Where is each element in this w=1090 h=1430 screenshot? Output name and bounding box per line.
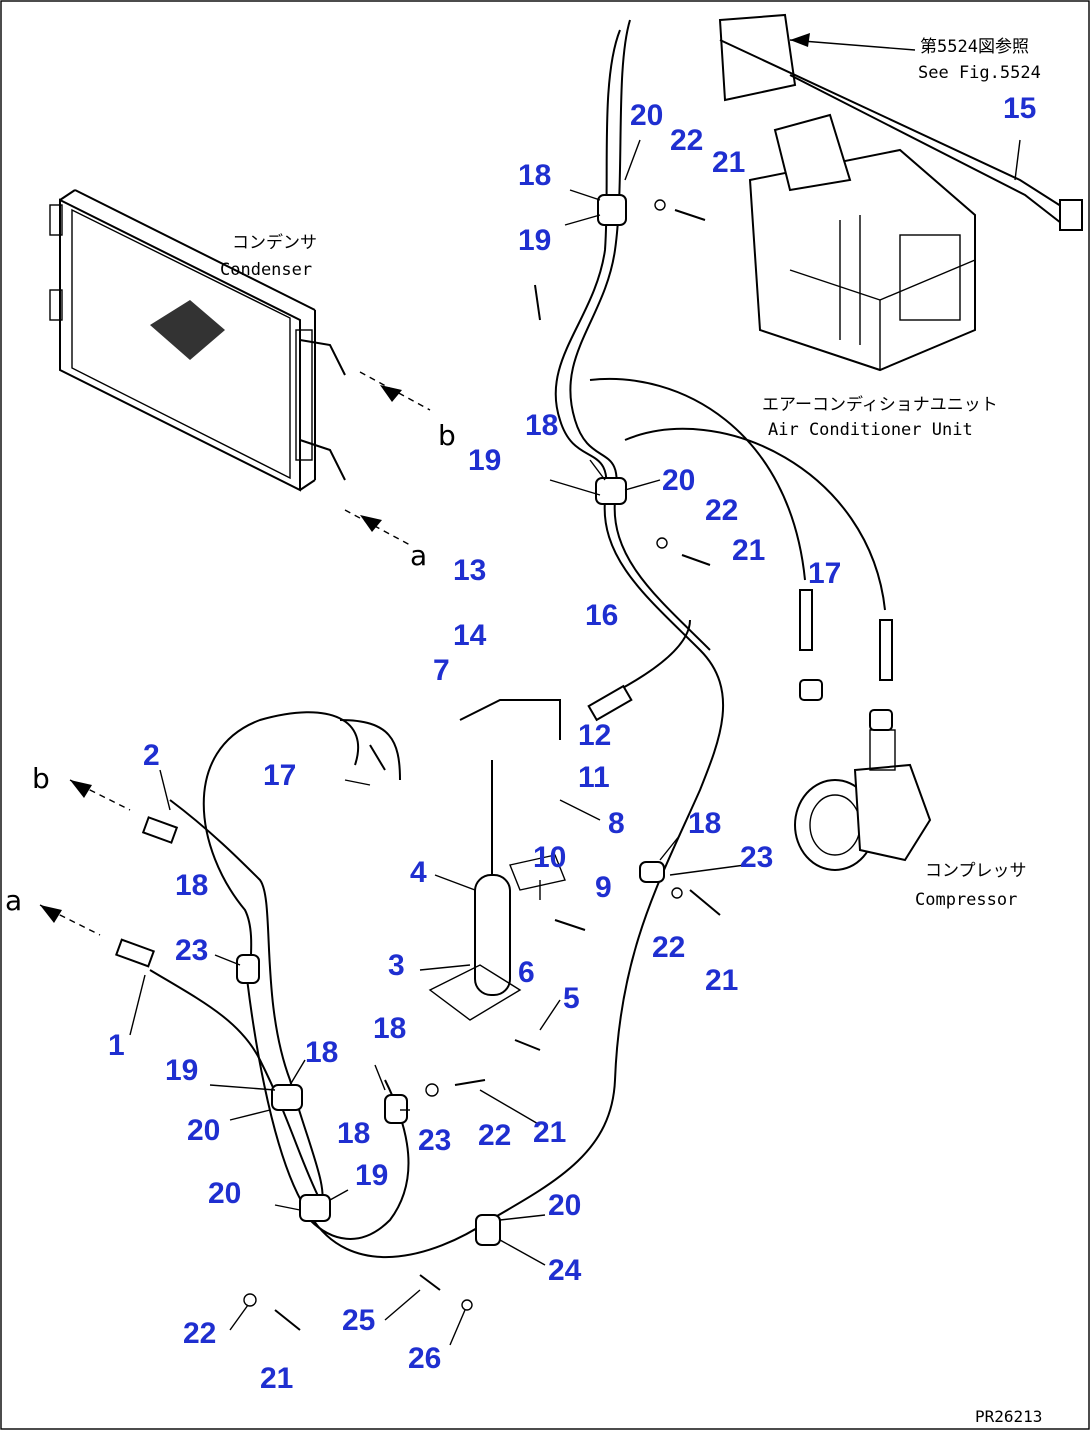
- part-callout-7: 7: [433, 654, 450, 687]
- part-callout-18: 18: [373, 1012, 406, 1045]
- part-callout-9: 9: [595, 871, 612, 904]
- part-callout-23: 23: [175, 934, 208, 967]
- receiver-drier-drawing: [428, 699, 566, 1021]
- part-callout-20: 20: [208, 1177, 241, 1210]
- compressor-label-en: Compressor: [915, 890, 1017, 910]
- part-callout-3: 3: [388, 949, 405, 982]
- part-callout-21: 21: [533, 1116, 566, 1149]
- part-callout-20: 20: [187, 1114, 220, 1147]
- part-callout-18: 18: [525, 409, 558, 442]
- compressor-label-jp: コンプレッサ: [925, 861, 1027, 881]
- part-callout-18: 18: [175, 869, 208, 902]
- part-callout-23: 23: [418, 1124, 451, 1157]
- connection-letter-a: a: [5, 884, 22, 917]
- part-callout-17: 17: [263, 759, 296, 792]
- part-callout-10: 10: [533, 841, 566, 874]
- part-callout-24: 24: [548, 1254, 582, 1287]
- part-callout-12: 12: [578, 719, 611, 752]
- air-conditioner-unit-label-en: Air Conditioner Unit: [768, 420, 973, 440]
- part-callout-21: 21: [732, 534, 765, 567]
- part-callout-19: 19: [355, 1159, 388, 1192]
- connection-letter-b: b: [32, 762, 50, 795]
- part-callout-22: 22: [478, 1119, 511, 1152]
- part-callout-1: 1: [108, 1029, 125, 1062]
- part-callout-2: 2: [143, 739, 160, 772]
- air-conditioner-unit-drawing: [718, 13, 976, 372]
- air-conditioner-unit-label-jp: エアーコンディショナユニット: [762, 394, 998, 415]
- part-callout-18: 18: [518, 159, 551, 192]
- hose-lines: [149, 19, 1076, 1258]
- connection-letter-a: a: [410, 539, 427, 572]
- part-callout-13: 13: [453, 554, 486, 587]
- part-callout-6: 6: [518, 956, 535, 989]
- part-callout-18: 18: [305, 1036, 338, 1069]
- part-callout-17: 17: [808, 557, 841, 590]
- condenser-label-en: Condenser: [220, 260, 312, 280]
- part-callout-26: 26: [408, 1342, 441, 1375]
- part-callout-18: 18: [337, 1117, 370, 1150]
- connection-letter-b: b: [438, 419, 456, 452]
- part-callout-15: 15: [1003, 92, 1036, 125]
- condenser-drawing: [49, 189, 346, 492]
- part-callout-20: 20: [662, 464, 695, 497]
- part-callout-8: 8: [608, 807, 625, 840]
- part-callout-25: 25: [342, 1304, 375, 1337]
- clamps-and-fittings: [115, 194, 1083, 1331]
- compressor-drawing: [794, 729, 932, 871]
- part-callout-16: 16: [585, 599, 618, 632]
- see-fig-ref-jp: 第5524図参照: [920, 37, 1029, 57]
- part-callout-22: 22: [705, 494, 738, 527]
- drawing-number: PR26213: [975, 1407, 1042, 1426]
- part-callout-22: 22: [183, 1317, 216, 1350]
- part-callout-5: 5: [563, 982, 580, 1015]
- part-callout-19: 19: [468, 444, 501, 477]
- part-callout-20: 20: [548, 1189, 581, 1222]
- part-callout-14: 14: [453, 619, 487, 652]
- part-callout-21: 21: [260, 1362, 293, 1395]
- part-callout-4: 4: [410, 856, 427, 889]
- part-callout-11: 11: [578, 761, 610, 794]
- part-callout-22: 22: [652, 931, 685, 964]
- part-callout-20: 20: [630, 99, 663, 132]
- condenser-label-jp: コンデンサ: [232, 232, 317, 253]
- part-callout-21: 21: [705, 964, 738, 997]
- part-callout-19: 19: [165, 1054, 198, 1087]
- see-fig-ref-en: See Fig.5524: [918, 63, 1041, 83]
- leader-lines: [39, 33, 1021, 1346]
- part-callout-18: 18: [688, 807, 721, 840]
- part-callout-22: 22: [670, 124, 703, 157]
- part-callout-21: 21: [712, 146, 745, 179]
- part-callout-23: 23: [740, 841, 773, 874]
- part-callout-19: 19: [518, 224, 551, 257]
